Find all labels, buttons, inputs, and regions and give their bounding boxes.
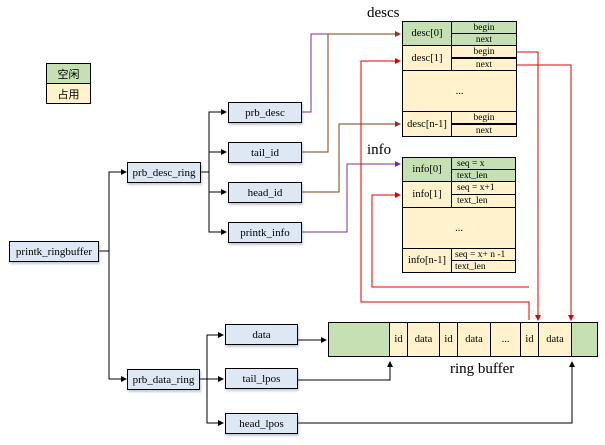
legend-used: 占用: [46, 83, 91, 104]
desc-0-label[interactable]: desc[0]: [402, 21, 452, 46]
info-n-1-text-len: text_len: [451, 260, 516, 273]
info-n-1-label[interactable]: info[n-1]: [402, 248, 452, 273]
ring-free-right: [571, 322, 598, 357]
desc-n-1-begin: begin: [451, 111, 517, 124]
link-id-to-info1: [371, 192, 529, 288]
field-tail-id[interactable]: tail_id: [228, 142, 302, 163]
link-desc1-begin: [517, 51, 541, 321]
ring-cell-data: data: [457, 322, 491, 357]
field-printk-info[interactable]: printk_info: [228, 222, 302, 243]
ring-buffer-title: ring buffer: [450, 361, 515, 377]
struct-prb-data-ring[interactable]: prb_data_ring: [127, 369, 200, 390]
field-prb-desc[interactable]: prb_desc: [228, 102, 302, 123]
field-data[interactable]: data: [225, 324, 298, 345]
ring-cell-id: id: [520, 322, 539, 357]
desc-n-1-next: next: [451, 124, 517, 137]
ring-cell-ellipsis: ...: [490, 322, 521, 357]
field-head-id[interactable]: head_id: [228, 182, 302, 203]
link-prb-desc: [302, 33, 328, 113]
desc-n-1-label[interactable]: desc[n-1]: [402, 111, 452, 137]
ring-cell-data: data: [407, 322, 440, 357]
link-tail-id: [302, 31, 401, 153]
ring-cell-data: data: [538, 322, 572, 357]
info-title: info: [367, 142, 392, 158]
info-1-text-len: text_len: [451, 194, 516, 208]
link-head-id: [302, 121, 401, 193]
desc-ellipsis: ...: [402, 70, 517, 112]
info-ellipsis: ...: [402, 207, 516, 249]
link-desc1-next: [517, 64, 574, 321]
desc-1-label[interactable]: desc[1]: [402, 45, 452, 71]
tree-root-links: [99, 169, 127, 382]
struct-printk-ringbuffer[interactable]: printk_ringbuffer: [9, 241, 99, 262]
link-id-to-desc1: [360, 58, 530, 320]
legend-free: 空闲: [46, 63, 91, 84]
info-0-seq: seq = x: [451, 157, 516, 170]
info-1-seq: seq = x+1: [451, 181, 516, 195]
link-printk-info: [302, 161, 401, 233]
field-head-lpos[interactable]: head_lpos: [225, 413, 298, 434]
descs-title: descs: [367, 5, 400, 21]
info-0-label[interactable]: info[0]: [402, 157, 452, 182]
info-1-label[interactable]: info[1]: [402, 181, 452, 208]
tree-desc-ring-links: [201, 109, 227, 235]
struct-prb-desc-ring[interactable]: prb_desc_ring: [127, 162, 201, 183]
tree-data-ring-links: [200, 332, 575, 426]
ring-free-left: [328, 322, 390, 357]
ring-cell-id: id: [389, 322, 408, 357]
ring-cell-id: id: [439, 322, 458, 357]
field-tail-lpos[interactable]: tail_lpos: [225, 368, 298, 389]
desc-1-begin: begin: [451, 45, 517, 58]
